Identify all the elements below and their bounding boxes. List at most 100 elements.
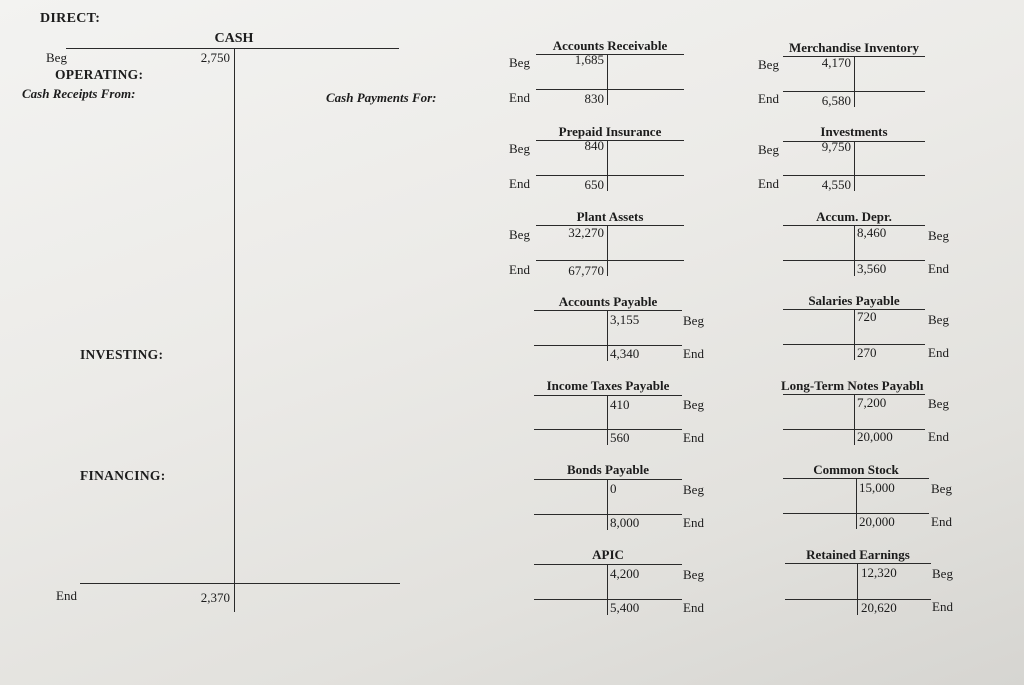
apic-beg-label: Beg bbox=[683, 567, 704, 582]
ad-end-label: End bbox=[928, 261, 949, 276]
ar-top-rule bbox=[536, 54, 684, 55]
apic-title: APIC bbox=[592, 547, 624, 562]
inv-beg-label: Beg bbox=[758, 57, 779, 72]
itp-end-label: End bbox=[683, 430, 704, 445]
ar-beg-label: Beg bbox=[509, 55, 530, 70]
itp-beg-label: Beg bbox=[683, 397, 704, 412]
inv-end-divider bbox=[854, 91, 855, 107]
ap-end-divider bbox=[607, 345, 608, 361]
itp-end-divider bbox=[607, 429, 608, 445]
itp-top-rule bbox=[534, 395, 682, 396]
ap-beg-label: Beg bbox=[683, 313, 704, 328]
itp-bottom-rule bbox=[534, 429, 682, 430]
ppi-top-rule bbox=[536, 140, 684, 141]
inv-end-label: End bbox=[758, 91, 779, 106]
re-beg-divider bbox=[857, 563, 858, 599]
pa-top-rule bbox=[536, 225, 684, 226]
ap-end-value: 4,340 bbox=[610, 346, 640, 361]
inv-beg-divider bbox=[854, 56, 855, 91]
ltn-beg-label: Beg bbox=[928, 396, 949, 411]
re-beg-label: Beg bbox=[932, 566, 953, 581]
ad-end-divider bbox=[854, 260, 855, 276]
ar-bottom-rule bbox=[536, 89, 684, 90]
ppi-end-label: End bbox=[509, 176, 530, 191]
apic-bottom-rule bbox=[534, 599, 682, 600]
cs-beg-value: 15,000 bbox=[859, 480, 895, 495]
ltn-end-value: 20,000 bbox=[857, 429, 893, 444]
apic-end-label: End bbox=[683, 600, 704, 615]
operating-heading: OPERATING: bbox=[55, 67, 144, 82]
ppi-beg-divider bbox=[607, 140, 608, 175]
cash-bottom-rule bbox=[80, 583, 400, 584]
invs-beg-value: 9,750 bbox=[821, 139, 851, 154]
page-title: DIRECT: bbox=[40, 11, 101, 26]
ppi-beg-label: Beg bbox=[509, 141, 530, 156]
re-end-label: End bbox=[932, 599, 953, 614]
cs-title: Common Stock bbox=[813, 462, 899, 477]
financing-heading: FINANCING: bbox=[80, 468, 166, 483]
ltn-title: Long-Term Notes Payablı bbox=[781, 378, 924, 393]
ad-title: Accum. Depr. bbox=[816, 209, 892, 224]
bp-beg-label: Beg bbox=[683, 482, 704, 497]
cash-center-rule bbox=[234, 48, 235, 612]
cs-beg-divider bbox=[856, 478, 857, 513]
cs-end-label: End bbox=[931, 514, 952, 529]
ap-top-rule bbox=[534, 310, 682, 311]
invs-title: Investments bbox=[820, 124, 888, 139]
invs-end-label: End bbox=[758, 176, 779, 191]
cash-payments-label: Cash Payments For: bbox=[326, 90, 437, 105]
sp-beg-divider bbox=[854, 309, 855, 344]
bp-end-label: End bbox=[683, 515, 704, 530]
itp-end-value: 560 bbox=[610, 430, 630, 445]
ad-beg-value: 8,460 bbox=[857, 225, 887, 240]
ar-end-divider bbox=[607, 89, 608, 105]
sp-end-divider bbox=[854, 344, 855, 360]
ar-end-value: 830 bbox=[584, 91, 605, 106]
re-beg-value: 12,320 bbox=[861, 565, 897, 580]
cash-beg-label: Beg bbox=[46, 50, 67, 65]
investing-heading: INVESTING: bbox=[80, 347, 164, 362]
ltn-end-label: End bbox=[928, 429, 949, 444]
inv-end-value: 6,580 bbox=[821, 93, 851, 108]
apic-end-value: 5,400 bbox=[610, 600, 640, 615]
cs-end-value: 20,000 bbox=[859, 514, 895, 529]
ppi-title: Prepaid Insurance bbox=[558, 124, 662, 139]
ar-beg-value: 1,685 bbox=[574, 52, 604, 67]
sp-title: Salaries Payable bbox=[808, 293, 900, 308]
apic-beg-value: 4,200 bbox=[610, 566, 640, 581]
ppi-beg-value: 840 bbox=[584, 138, 605, 153]
apic-top-rule bbox=[534, 564, 682, 565]
cs-beg-label: Beg bbox=[931, 481, 952, 496]
re-title: Retained Earnings bbox=[806, 547, 910, 562]
apic-beg-divider bbox=[607, 564, 608, 599]
ad-beg-divider bbox=[854, 225, 855, 260]
re-end-value: 20,620 bbox=[861, 600, 897, 615]
bp-top-rule bbox=[534, 479, 682, 480]
bp-end-value: 8,000 bbox=[610, 515, 640, 530]
ar-beg-divider bbox=[607, 54, 608, 89]
invs-beg-divider bbox=[854, 141, 855, 175]
ap-bottom-rule bbox=[534, 345, 682, 346]
bp-beg-value: 0 bbox=[610, 481, 617, 496]
cash-end-value: 2,370 bbox=[200, 590, 230, 605]
sp-end-value: 270 bbox=[857, 345, 877, 360]
pa-beg-divider bbox=[607, 225, 608, 260]
cash-end-label: End bbox=[56, 588, 77, 603]
invs-beg-label: Beg bbox=[758, 142, 779, 157]
bp-bottom-rule bbox=[534, 514, 682, 515]
ap-beg-value: 3,155 bbox=[610, 312, 640, 327]
cash-title: CASH bbox=[214, 31, 254, 46]
ar-end-label: End bbox=[509, 90, 530, 105]
sp-beg-value: 720 bbox=[857, 309, 877, 324]
invs-end-divider bbox=[854, 175, 855, 191]
ad-beg-label: Beg bbox=[928, 228, 949, 243]
invs-end-value: 4,550 bbox=[821, 177, 851, 192]
sp-beg-label: Beg bbox=[928, 312, 949, 327]
pa-beg-value: 32,270 bbox=[568, 225, 604, 240]
inv-beg-value: 4,170 bbox=[821, 55, 851, 70]
cash-beg-value: 2,750 bbox=[200, 50, 230, 65]
ppi-end-divider bbox=[607, 175, 608, 191]
ap-end-label: End bbox=[683, 346, 704, 361]
ltn-beg-value: 7,200 bbox=[857, 395, 887, 410]
pa-bottom-rule bbox=[536, 260, 684, 261]
